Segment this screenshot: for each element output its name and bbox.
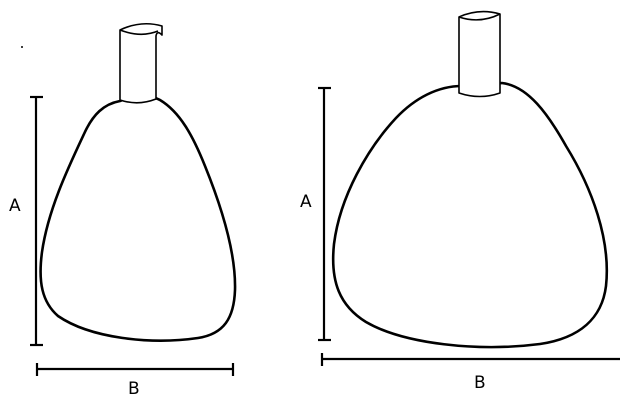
right-fruit-outline xyxy=(331,81,609,349)
right-stem-top xyxy=(458,13,501,21)
right-width-label: B xyxy=(474,373,486,393)
right-stem xyxy=(458,10,501,98)
left-figure: A B xyxy=(9,22,237,396)
left-fruit-outline xyxy=(39,95,237,342)
left-height-label: A xyxy=(9,196,21,216)
right-figure: A B xyxy=(300,10,620,393)
left-stem xyxy=(119,22,163,104)
right-height-label: A xyxy=(300,192,312,212)
left-stem-top xyxy=(119,29,159,36)
left-width-label: B xyxy=(128,379,140,396)
speck xyxy=(21,46,23,48)
